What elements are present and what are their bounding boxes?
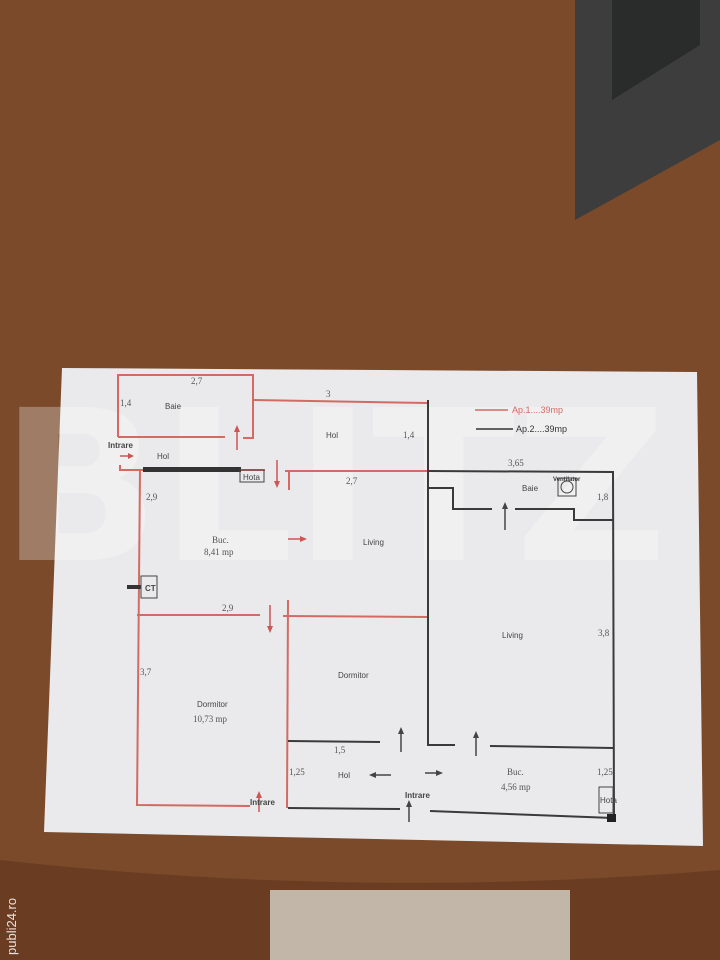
dim-2-9-left: 2,9 [146,492,158,502]
ap1-hota-label: Hota [243,473,260,482]
dim-1-8: 1,8 [597,492,609,502]
dim-2-7-top: 2,7 [191,376,203,386]
sock [270,890,570,960]
ap1-living-label: Living [363,538,384,547]
ap2-corner-column [607,814,616,822]
ap2-baie-label: Baie [522,484,539,493]
dim-1-4-left: 1,4 [120,398,132,408]
watermark-site: publi24.ro [4,898,19,955]
laptop-keyboard [612,0,700,100]
ap1-dormitor-left-label: Dormitor [197,700,228,709]
ap1-walls [117,374,429,809]
door-arrow-icons [120,425,508,822]
dim-3-7: 3,7 [140,667,152,677]
ap1-counter [143,467,241,472]
ap2-buc-label: Buc. [507,767,524,777]
ap2-living-label: Living [502,631,523,640]
legend-ap2: Ap.2....39mp [516,424,567,434]
ap1-dormitor-left-area: 10,73 mp [193,714,228,724]
ap1-hol-left-label: Hol [157,452,169,461]
ap1-intrare-top-label: Intrare [108,441,133,450]
ap1-intrare-bottom-label: Intrare [250,798,275,807]
hota-box-ap2 [598,786,614,814]
dim-2-9-mid: 2,9 [222,603,234,613]
floor-plan-paper [44,368,703,846]
dim-1-5: 1,5 [334,745,346,755]
ap2-intrare-label: Intrare [405,791,430,800]
ventilator-icon [560,480,574,494]
ap1-dormitor-mid-label: Dormitor [338,671,369,680]
dim-3: 3 [326,389,331,399]
ap2-hota-label: Hota [600,796,617,805]
ap1-buc-label: Buc. [212,535,229,545]
ap1-baie-label: Baie [165,402,182,411]
dim-2-7-mid: 2,7 [346,476,358,486]
hota-box [239,469,265,483]
legend-ap1: Ap.1....39mp [512,405,563,415]
ap1-buc-area: 8,41 mp [204,547,234,557]
ct-box [140,575,158,599]
ct-wall-mark [127,585,141,589]
ap2-walls [287,400,615,821]
dim-3-8: 3,8 [598,628,610,638]
ap2-hol-label: Hol [338,771,350,780]
ap2-ventilator-label: Ventilator [553,477,581,483]
ap1-hol-top-label: Hol [326,431,338,440]
dim-3-65: 3,65 [508,458,524,468]
dim-1-25-right: 1,25 [597,767,613,777]
ap1-ct-label: CT [145,584,156,593]
ventilator-box [557,477,577,497]
ap2-buc-area: 4,56 mp [501,782,531,792]
watermark-text: BLITZ [0,365,668,610]
dim-1-25-left: 1,25 [289,767,305,777]
dim-1-4-right: 1,4 [403,430,415,440]
